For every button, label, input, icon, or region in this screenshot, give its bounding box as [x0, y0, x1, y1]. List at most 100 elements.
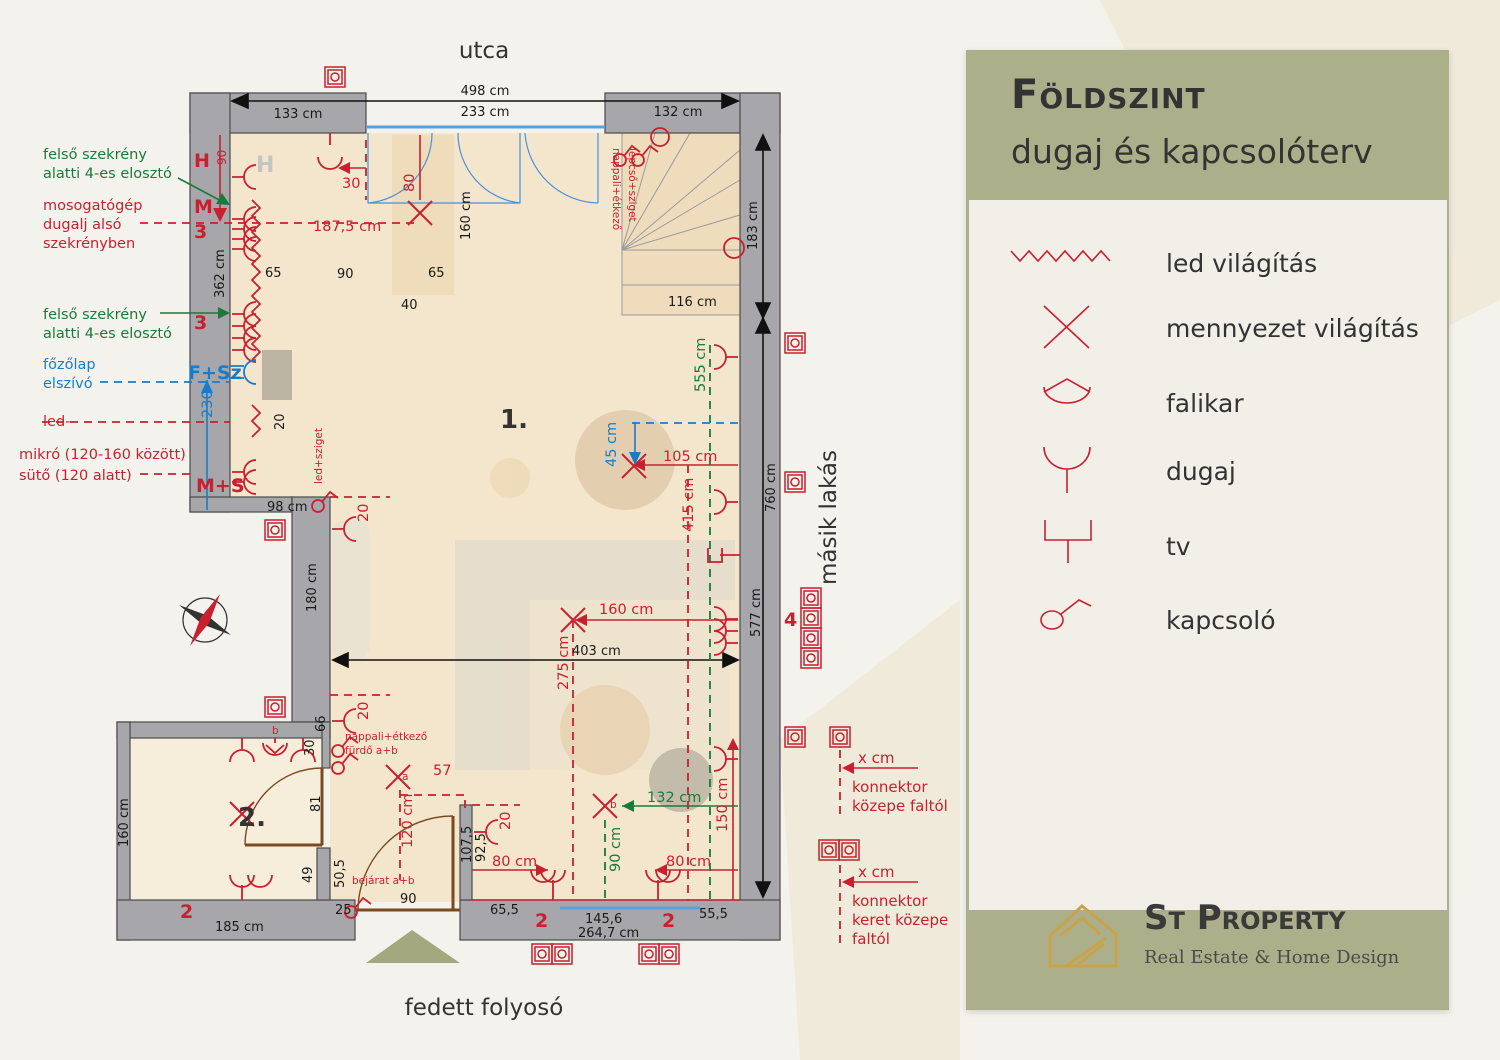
- red-guides: [42, 135, 918, 945]
- wall-code: H: [256, 153, 274, 178]
- black-dimensions: 498 cm 233 cm 133 cm 132 cm 183 cm 116 c…: [117, 84, 779, 941]
- dimension-label: 187,5 cm: [313, 219, 381, 235]
- wall-code: 3: [194, 221, 207, 243]
- legend-label: dugaj: [1166, 457, 1236, 486]
- socket-icon: [229, 738, 316, 763]
- dimension-label: 498 cm: [461, 84, 510, 99]
- dimension-label: 105 cm: [663, 449, 717, 465]
- dimension-label: 160 cm: [599, 602, 653, 618]
- legend-item: led világítás: [969, 235, 1447, 295]
- dimension-lines: [230, 92, 772, 899]
- annotation: alatti 4-es elosztó: [43, 166, 172, 182]
- dimension-label: 362 cm: [213, 249, 228, 298]
- connector-box-icon: [659, 944, 679, 964]
- dimension-label: 65,5: [490, 903, 519, 918]
- legend-label: kapcsoló: [1166, 606, 1276, 635]
- connector-box-icon: [801, 608, 821, 628]
- windows-doors: [244, 125, 700, 912]
- dimension-label: 80 cm: [666, 854, 711, 870]
- socket-icon: [317, 133, 343, 170]
- connector-notes: x cm konnektor közepe faltól x cm konnek…: [852, 749, 948, 948]
- note-text: közepe faltól: [852, 797, 948, 815]
- dimension-label: 20: [273, 413, 288, 430]
- dimension-label: 66: [314, 715, 329, 732]
- legend-item: tv: [969, 518, 1447, 578]
- legend-item: kapcsoló: [969, 592, 1447, 652]
- note-text: x cm: [858, 863, 895, 881]
- connector-box-icon: [801, 588, 821, 608]
- dimension-label: 92,5: [474, 833, 489, 862]
- legend-list: led világítás mennyezet világítás falika…: [969, 200, 1447, 910]
- legend-label: mennyezet világítás: [1166, 314, 1419, 343]
- wall-code: 4: [784, 609, 797, 631]
- socket-icon: [1043, 446, 1091, 493]
- connector-box-icon: [801, 628, 821, 648]
- legend-subtitle: dugaj és kapcsolóterv: [1011, 132, 1373, 171]
- wall-lamp-icon: [723, 237, 745, 259]
- legend-label: tv: [1166, 532, 1191, 561]
- dimension-label: 90: [215, 150, 229, 165]
- dimension-label: 403 cm: [572, 644, 621, 659]
- dimension-label: 90: [400, 892, 417, 907]
- dimension-label: 555 cm: [693, 338, 709, 392]
- dimension-label: 132 cm: [654, 105, 703, 120]
- wall-lamp-icon: [650, 127, 670, 147]
- switch-labels: nappali+étkező lépcső+sziget led+sziget …: [272, 148, 638, 887]
- furniture: [262, 135, 735, 812]
- annotation: felső szekrény: [43, 307, 147, 323]
- room-2-label: 2.: [238, 803, 266, 833]
- wall-code: 2: [180, 901, 193, 923]
- dimension-label: 230: [200, 390, 216, 418]
- dimension-label: 233 cm: [461, 105, 510, 120]
- dimension-label: 80: [402, 174, 418, 192]
- dimension-label: 145,6: [585, 912, 622, 927]
- room-1-label: 1.: [500, 405, 528, 435]
- connector-box-icon: [532, 944, 552, 964]
- dimension-label: 20: [498, 812, 514, 830]
- blue-dimensions: 230 45 cm: [200, 390, 620, 467]
- annotation: szekrényben: [43, 236, 135, 252]
- switch-icon: [1040, 599, 1092, 630]
- compass-icon: [179, 594, 231, 646]
- dimension-label: 45 cm: [604, 422, 620, 467]
- tv-socket-icon: [707, 548, 740, 563]
- dimension-label: 30: [303, 739, 318, 756]
- legend-item: mennyezet világítás: [969, 300, 1447, 360]
- wall-lamp-icon: [1043, 378, 1091, 404]
- dimension-label: 116 cm: [668, 295, 717, 310]
- annotation: alatti 4-es elosztó: [43, 326, 172, 342]
- dimension-label: 160 cm: [117, 798, 132, 847]
- dimension-label: 107,5: [460, 826, 475, 863]
- annotation: sütő (120 alatt): [19, 468, 132, 484]
- connector-box-icon: [785, 472, 805, 492]
- dimension-label: 20: [356, 504, 372, 522]
- dimension-label: 20: [356, 702, 372, 720]
- entrance-arrow-icon: [366, 930, 460, 963]
- note-text: x cm: [858, 749, 895, 767]
- staircase: [621, 132, 741, 316]
- dimension-label: 415 cm: [681, 478, 697, 532]
- wall-lamp-icon: [262, 738, 288, 756]
- dimension-label: 40: [401, 298, 418, 313]
- note-text: keret közepe: [852, 911, 948, 929]
- hob-socket-icon: [230, 359, 257, 385]
- legend-panel: Földszint dugaj és kapcsolóterv led vilá…: [966, 50, 1449, 1010]
- connector-box-icon: [639, 944, 659, 964]
- switch-label: nappali+étkező: [345, 731, 427, 743]
- tv-socket-icon: [1044, 520, 1092, 563]
- switch-label: b: [272, 725, 279, 737]
- wall-code: 3: [194, 312, 207, 334]
- blue-guides: [100, 380, 740, 510]
- dimension-label: 760 cm: [764, 463, 779, 512]
- neighbor-label: másik lakás: [816, 450, 842, 585]
- annotation: főzőlap: [43, 357, 96, 373]
- wall-codes: H H M 3 3 F+Sz M+S 4 2 2 2: [180, 150, 797, 932]
- legend-item: dugaj: [969, 443, 1447, 503]
- connector-box-icon: [552, 944, 572, 964]
- street-label: utca: [459, 38, 509, 64]
- dimension-label: 133 cm: [274, 107, 323, 122]
- dimension-label: 120 cm: [400, 794, 416, 848]
- note-text: faltól: [852, 930, 890, 948]
- dimension-label: 90: [337, 267, 354, 282]
- floor-area: [130, 133, 740, 902]
